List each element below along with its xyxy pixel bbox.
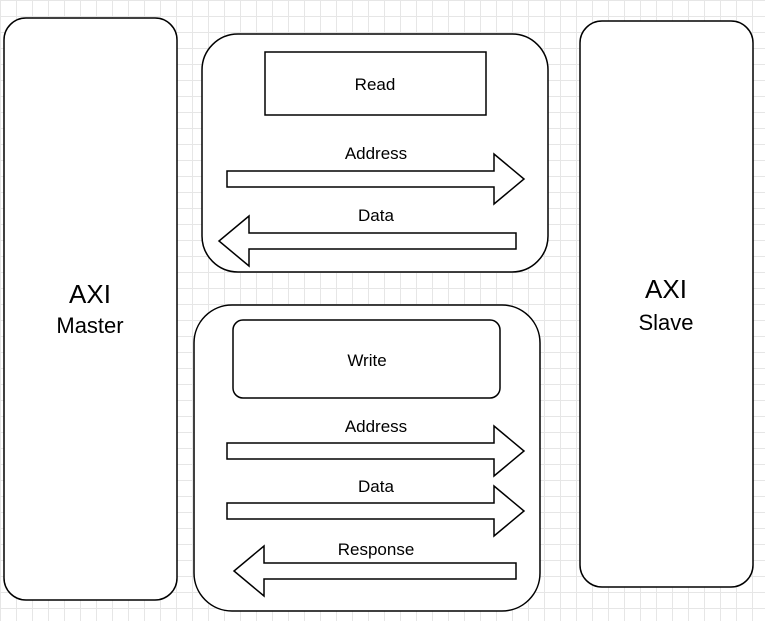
- write-channel-group: Write Address Data Response: [193, 304, 541, 612]
- axi-slave-title: AXI: [645, 274, 687, 304]
- axi-master-title: AXI: [69, 279, 111, 309]
- write-address-arrow-right: [226, 424, 526, 478]
- write-channel-label: Write: [347, 351, 386, 370]
- write-address-label: Address: [345, 417, 407, 436]
- write-data-arrow-right: [226, 484, 526, 538]
- read-data-label: Data: [358, 206, 394, 225]
- axi-slave-block: AXI Slave: [579, 20, 754, 588]
- read-address-label: Address: [345, 144, 407, 163]
- write-response-arrow-left: [232, 544, 517, 598]
- write-response-label: Response: [338, 540, 415, 559]
- axi-master-block: AXI Master: [3, 17, 178, 601]
- read-data-arrow-left: [217, 214, 517, 268]
- axi-slave-box: [579, 20, 754, 588]
- axi-master-box: [3, 17, 178, 601]
- read-channel-header-box: [264, 51, 487, 116]
- write-channel-header-box: [232, 319, 501, 399]
- read-channel-label: Read: [355, 75, 396, 94]
- read-channel-group: Read Address Data: [201, 33, 549, 273]
- write-data-label: Data: [358, 477, 394, 496]
- axi-slave-subtitle: Slave: [638, 310, 693, 335]
- axi-master-subtitle: Master: [56, 313, 123, 338]
- read-address-arrow-right: [226, 152, 526, 206]
